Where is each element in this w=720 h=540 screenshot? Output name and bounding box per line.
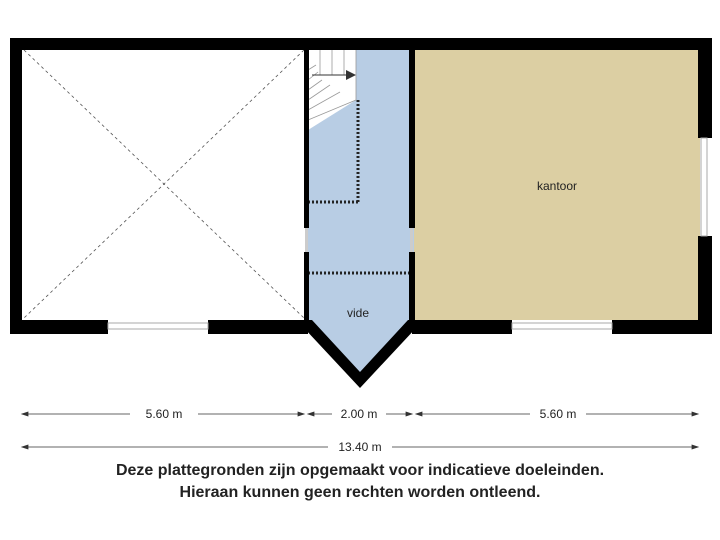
right-wall-lower xyxy=(698,236,712,334)
window-right xyxy=(700,137,708,237)
open-space-cross xyxy=(23,49,305,319)
dimension-middle: 2.00 m xyxy=(341,407,378,421)
dimension-right: 5.60 m xyxy=(540,407,577,421)
inner-wall-right-lower xyxy=(409,252,415,324)
dimension-lines xyxy=(20,411,700,450)
floor-plan: kantoor vide 5.60 m 2.00 m 5.60 m 13.40 … xyxy=(10,38,712,454)
hall-floor xyxy=(306,48,414,374)
room-label-office: kantoor xyxy=(537,179,577,193)
right-wall-upper xyxy=(698,38,712,138)
dimension-left: 5.60 m xyxy=(146,407,183,421)
window-bottom-left xyxy=(107,322,209,330)
window-bottom-right xyxy=(511,322,613,330)
bottom-wall-right-b xyxy=(612,320,712,334)
inner-wall-right-upper xyxy=(409,38,415,228)
left-wall xyxy=(10,38,22,334)
railing xyxy=(308,100,414,275)
door-openings xyxy=(305,228,413,252)
inner-wall-left-lower xyxy=(304,252,309,324)
disclaimer-line-2: Hieraan kunnen geen rechten worden ontle… xyxy=(179,484,541,501)
windows xyxy=(107,137,708,330)
stair-arrow xyxy=(312,70,356,80)
bottom-wall-left-b xyxy=(208,320,308,334)
dimension-total: 13.40 m xyxy=(338,440,381,454)
inner-wall-left-upper xyxy=(304,38,309,228)
stair-steps xyxy=(307,50,357,121)
disclaimer-line-1: Deze plattegronden zijn opgemaakt voor i… xyxy=(115,462,605,479)
bay-wall xyxy=(304,320,416,388)
room-label-void: vide xyxy=(347,306,369,320)
bottom-wall-right-a xyxy=(412,320,512,334)
walls xyxy=(10,38,712,388)
office-floor xyxy=(414,48,700,320)
top-wall xyxy=(10,38,712,50)
bottom-wall-left-a xyxy=(10,320,108,334)
